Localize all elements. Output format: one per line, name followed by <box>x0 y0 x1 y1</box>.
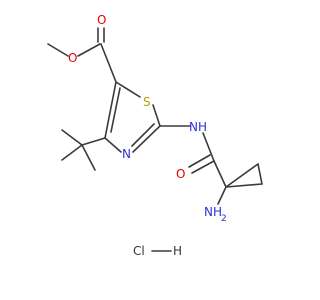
bond-o-carbonyl <box>77 43 101 57</box>
bond-amide-double-2 <box>188 154 211 168</box>
ester-ether-oxygen: O <box>68 51 77 65</box>
amine-subscript-2: 2 <box>221 214 227 224</box>
amine-nh-label: NH <box>204 205 222 219</box>
bond-amide-cyclopropyl <box>213 160 227 188</box>
bond-s-c2 <box>152 104 161 127</box>
bond-c5-s <box>115 81 141 98</box>
bond-carbonyl-c5 <box>100 43 117 83</box>
thiazole-sulfur: S <box>143 95 151 109</box>
bond-n-c4 <box>104 137 122 153</box>
amide-nh: NH <box>189 120 207 134</box>
bond-nh-amide-c <box>202 132 215 162</box>
bond-c4-c5 <box>104 81 117 139</box>
hcl-hydrogen: H <box>173 244 182 258</box>
bonds <box>47 27 263 252</box>
bond-amide-double-1 <box>191 160 215 174</box>
atom-labels: O O S N NH O NH 2 Cl H <box>68 13 227 258</box>
bond-methyl-o <box>47 43 69 57</box>
amide-oxygen: O <box>176 167 185 181</box>
structure-diagram: O O S N NH O NH 2 Cl H <box>47 13 263 258</box>
thiazole-nitrogen: N <box>122 147 131 161</box>
hcl-chlorine: Cl <box>133 244 145 258</box>
bond-c2-n <box>132 125 161 153</box>
bond-c2-n-double <box>131 123 155 147</box>
bond-tbu-me1 <box>61 129 83 146</box>
bond-c4-c5-double <box>110 87 121 133</box>
bond-cp-1 <box>225 163 259 188</box>
bond-cp-2 <box>257 163 263 185</box>
ester-carbonyl-oxygen: O <box>97 13 106 27</box>
bond-cp-3 <box>225 183 263 188</box>
bond-cp-nh2 <box>217 186 227 205</box>
bond-tbu-me3 <box>81 144 96 171</box>
bond-c4-tbu <box>81 137 106 146</box>
amine-nh2: NH 2 <box>204 205 227 224</box>
bond-tbu-me2 <box>61 144 83 161</box>
